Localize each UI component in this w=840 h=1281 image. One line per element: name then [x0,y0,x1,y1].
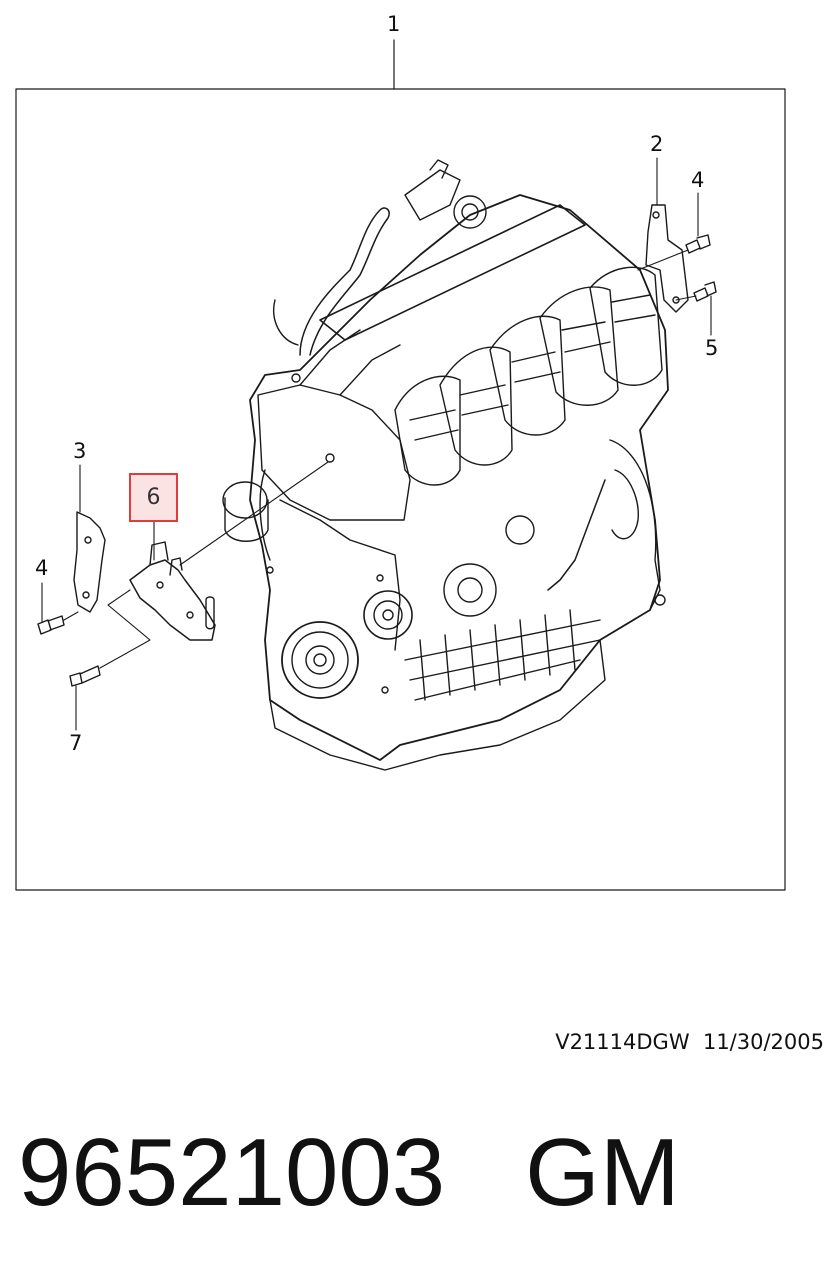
bolt-part-4-upper [667,192,711,259]
bracket-part-3 [73,464,106,613]
callout-3: 3 [73,439,87,463]
bolt-part-7 [69,589,151,731]
callout-2: 2 [650,132,664,156]
callout-1: 1 [387,12,401,36]
part-number: 96521003 [18,1119,446,1226]
callout-4-lower: 4 [35,556,49,580]
brand-name: GM [525,1119,680,1226]
crank-pulley [281,621,359,699]
bolt-part-4-lower [37,582,79,635]
engine-assembly [222,159,669,771]
callout-5: 5 [705,336,719,360]
drawing-reference: V21114DGW 11/30/2005 [555,1030,824,1054]
reference-code: V21114DGW [555,1030,690,1054]
mount-bracket-part-6 [129,461,329,641]
diagram-frame [15,88,786,891]
reference-date: 11/30/2005 [702,1030,824,1054]
bolt-part-5 [675,281,717,336]
bracket-part-2 [637,157,689,313]
callout-7: 7 [69,731,83,755]
callout-6-highlighted: 6 [129,473,178,522]
callout-6-label: 6 [146,485,161,510]
callout-4-upper: 4 [691,168,705,192]
part-number-line: 96521003 GM [18,1120,680,1226]
engine-parts-diagram [15,39,786,891]
